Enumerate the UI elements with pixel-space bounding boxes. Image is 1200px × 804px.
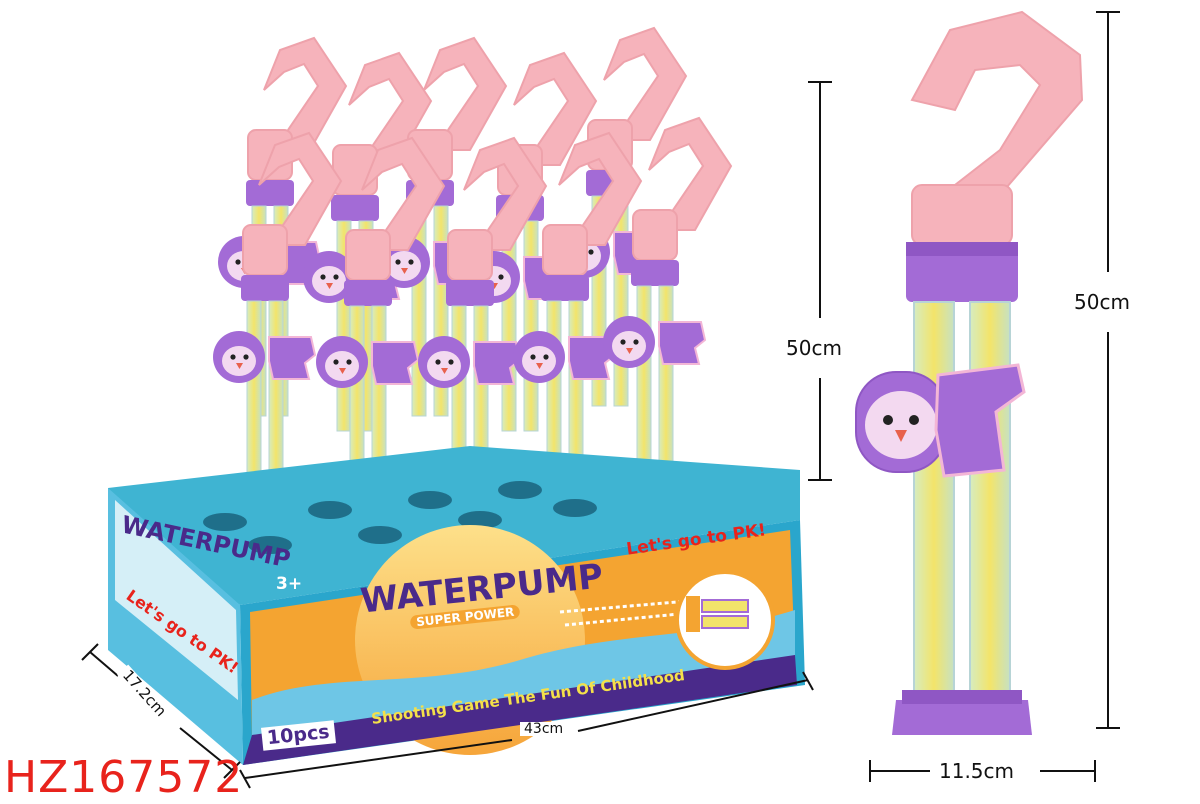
age-badge: 3+ — [270, 574, 309, 595]
box-lid — [108, 446, 800, 605]
box-height-label: 50cm — [782, 338, 846, 358]
product-code: HZ167572 — [4, 752, 244, 803]
item-width-dimension — [869, 760, 1096, 782]
box-length-label: 43cm — [520, 722, 568, 736]
item-width-label: 11.5cm — [935, 761, 1019, 781]
box-length-dimension — [239, 671, 814, 789]
single-toy — [855, 10, 1084, 735]
item-height-dimension — [1096, 11, 1120, 729]
box-depth-dimension — [81, 643, 241, 779]
item-height-label: 50cm — [1070, 292, 1134, 312]
box-height-dimension — [808, 81, 832, 481]
